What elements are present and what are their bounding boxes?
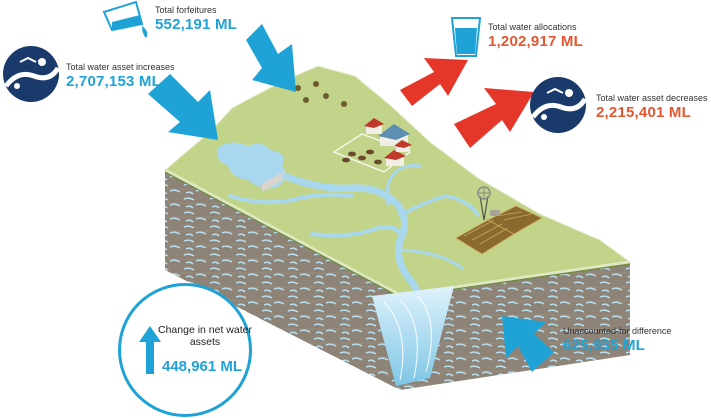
land-surface: [164, 65, 632, 296]
arrow-decreases: [454, 88, 534, 148]
lake: [217, 142, 286, 189]
arrow-allocations: [400, 58, 468, 106]
increases-label: Total water asset increases: [66, 62, 175, 72]
allocations-value: 1,202,917 ML: [488, 33, 583, 50]
river-branch-west: [228, 192, 354, 205]
cattle: [342, 149, 382, 165]
water-features: [217, 142, 480, 386]
river-branch-east: [398, 194, 480, 217]
forfeitures-value: 552,191 ML: [155, 16, 238, 33]
pouring-glass-icon: [102, 0, 148, 38]
dam-wall: [262, 170, 286, 192]
unaccounted-value: 625,935 ML: [563, 337, 646, 354]
waterfall-streaks: [383, 295, 433, 381]
callout-total-water-asset-decreases: Total water asset decreases 2,215,401 ML: [596, 93, 708, 121]
callout-unaccounted-for-difference: Unaccounted-for difference 625,935 ML: [563, 326, 672, 354]
shed-small: [394, 140, 412, 152]
waterfall: [372, 286, 454, 386]
net-change-value: 448,961 ML: [162, 358, 243, 375]
barn-red: [364, 118, 384, 134]
arrow-unaccounted: [502, 316, 554, 372]
river-branch-north: [385, 164, 422, 206]
callout-total-forfeitures: Total forfeitures 552,191 ML: [155, 5, 238, 33]
increases-value: 2,707,153 ML: [66, 73, 161, 90]
full-glass-icon: [450, 17, 482, 57]
crop-fields: [455, 205, 543, 255]
farmstead: [295, 81, 412, 173]
decreases-value: 2,215,401 ML: [596, 104, 691, 121]
arrow-increases: [148, 74, 218, 140]
net-change-circle: Change in net water assets 448,961 ML: [118, 283, 252, 417]
shed-red: [384, 150, 406, 166]
callout-total-water-allocations: Total water allocations 1,202,917 ML: [488, 22, 583, 50]
windmill: [477, 186, 500, 221]
water-asset-badge-icon: [530, 77, 588, 133]
soil-left-face: [165, 170, 400, 390]
river-branch-south: [310, 225, 404, 238]
callout-total-water-asset-increases: Total water asset increases 2,707,153 ML: [66, 62, 175, 90]
arrow-forfeitures: [246, 24, 296, 92]
main-river: [281, 172, 424, 300]
up-arrow-icon: [139, 326, 161, 374]
unaccounted-label: Unaccounted-for difference: [563, 326, 672, 336]
river-branch-southeast: [400, 248, 464, 270]
trees: [295, 81, 347, 107]
net-change-label: Change in net water assets: [158, 324, 252, 349]
decreases-label: Total water asset decreases: [596, 93, 708, 103]
allocations-label: Total water allocations: [488, 22, 577, 32]
forfeitures-label: Total forfeitures: [155, 5, 217, 15]
water-asset-badge-icon: [3, 46, 61, 102]
